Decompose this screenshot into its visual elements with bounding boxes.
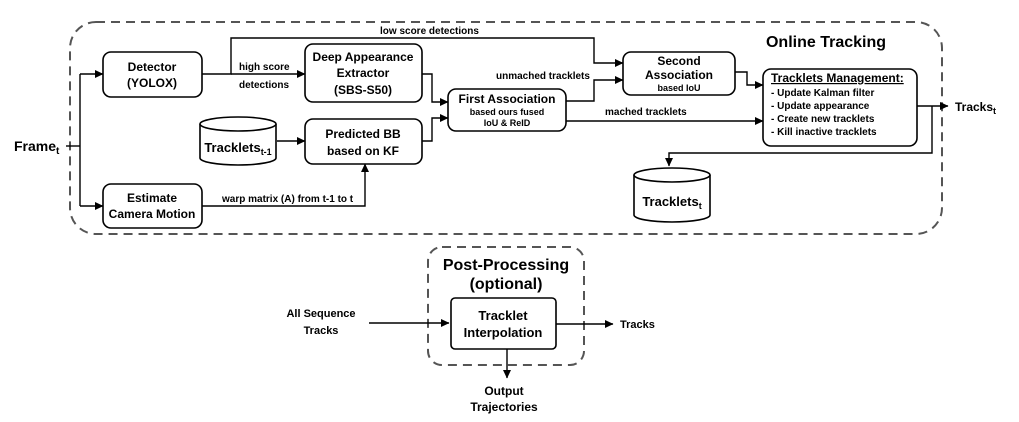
second-association-label-2: Association <box>645 68 713 82</box>
interpolation-label-2: Interpolation <box>464 325 543 340</box>
camera-motion-label-1: Estimate <box>127 191 177 205</box>
predicted-label-1: Predicted BB <box>325 127 401 141</box>
management-item: - Update Kalman filter <box>771 88 874 99</box>
appearance-label-3: (SBS-S50) <box>334 83 392 97</box>
matched-label: mached tracklets <box>605 107 687 118</box>
tracklets-management-box <box>762 68 918 147</box>
second-association-label-1: Second <box>657 54 700 68</box>
management-item: - Create new tracklets <box>771 114 875 125</box>
appearance-label-1: Deep Appearance <box>313 50 414 64</box>
low-score-arrow <box>202 37 624 75</box>
detections-label: detections <box>239 80 289 91</box>
online-tracking-region <box>69 21 943 235</box>
management-title: Tracklets Management: <box>771 71 904 85</box>
unmatched-label: unmached tracklets <box>496 71 590 82</box>
appearance-label-2: Extractor <box>337 66 390 80</box>
high-score-label: high score <box>239 62 290 73</box>
connectors <box>66 37 949 379</box>
tracklets-cur-store <box>633 167 711 223</box>
tracks-output-label: Trackst <box>955 100 996 116</box>
warp-label: warp matrix (A) from t-1 to t <box>221 194 354 205</box>
output-trajectories-label-1: Output <box>484 384 523 398</box>
online-tracking-title: Online Tracking <box>766 34 886 51</box>
post-processing-optional: (optional) <box>470 276 543 293</box>
second-to-management-arrow <box>735 71 764 89</box>
predicted-to-first-arrow <box>422 114 449 142</box>
detector-box <box>102 51 203 98</box>
tracklets-prev-store <box>199 116 277 166</box>
tracklets-prev-label: Trackletst-1 <box>204 140 271 157</box>
frame-label: Framet <box>14 138 60 157</box>
detector-model: (YOLOX) <box>127 76 177 90</box>
all-sequence-label: All Sequence <box>286 308 355 320</box>
all-sequence-tracks-label: Tracks <box>304 325 339 337</box>
post-processing-region <box>427 246 585 366</box>
post-processing-title: Post-Processing <box>443 257 569 274</box>
second-association-box <box>622 51 736 96</box>
appearance-extractor-box <box>304 43 423 103</box>
appearance-to-first-arrow <box>422 73 449 106</box>
low-score-label: low score detections <box>380 26 479 37</box>
interpolation-label-1: Tracklet <box>478 308 528 323</box>
first-association-sub-1: based ours fused <box>470 107 545 117</box>
first-association-box <box>447 88 567 132</box>
predicted-label-2: based on KF <box>327 144 399 158</box>
post-tracks-label: Tracks <box>620 319 655 331</box>
tracklets-feedback-arrow <box>665 106 933 167</box>
output-trajectories-label-2: Trajectories <box>470 400 538 414</box>
predicted-bb-box <box>304 118 423 165</box>
management-item: - Update appearance <box>771 101 870 112</box>
first-association-sub-2: IoU & ReID <box>484 118 531 128</box>
unmatched-arrow <box>566 76 624 102</box>
detector-label: Detector <box>128 60 177 74</box>
second-association-sub: based IoU <box>657 83 700 93</box>
warp-arrow <box>202 163 369 207</box>
first-association-label: First Association <box>459 92 556 106</box>
tracklet-interpolation-box <box>450 297 557 350</box>
management-item: - Kill inactive tracklets <box>771 127 877 138</box>
camera-motion-box <box>102 183 203 229</box>
tracklets-cur-label: Trackletst <box>642 194 701 211</box>
camera-motion-label-2: Camera Motion <box>109 207 196 221</box>
